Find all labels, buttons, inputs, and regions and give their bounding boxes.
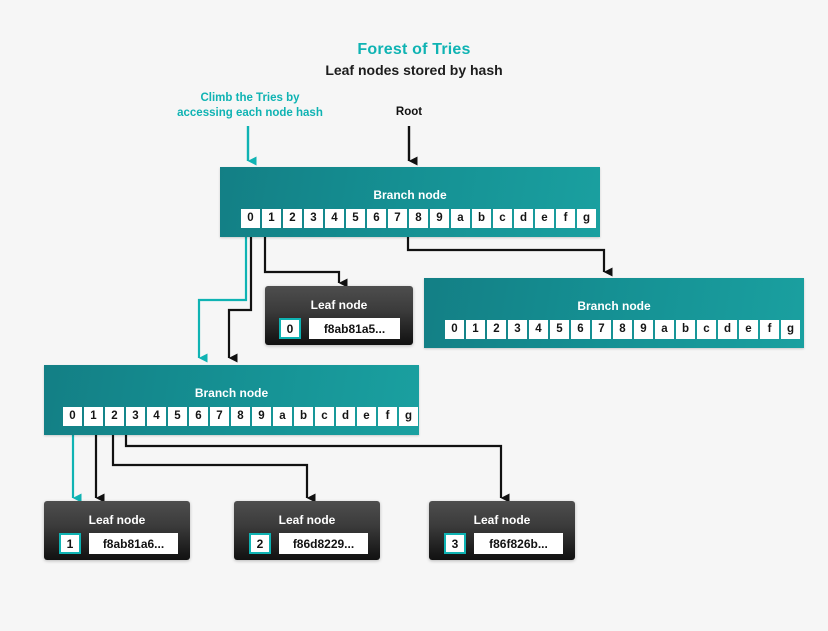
branch-node-root[interactable]: Branch node 0 1 2 3 4 5 6 7 8 9 a b c d …	[220, 167, 600, 237]
branch-left-cell-9[interactable]: 9	[252, 407, 271, 426]
branch-node-right-label: Branch node	[577, 299, 651, 313]
leaf-node-0-label: Leaf node	[310, 298, 368, 312]
branch-left-cell-2[interactable]: 2	[105, 407, 124, 426]
branch-root-cell-e[interactable]: e	[535, 209, 554, 228]
branch-left-cell-4[interactable]: 4	[147, 407, 166, 426]
page-subtitle: Leaf nodes stored by hash	[325, 62, 503, 78]
branch-node-right[interactable]: Branch node 0 1 2 3 4 5 6 7 8 9 a b c d …	[424, 278, 804, 348]
branch-right-cell-a[interactable]: a	[655, 320, 674, 339]
branch-root-cell-a[interactable]: a	[451, 209, 470, 228]
branch-right-cell-6[interactable]: 6	[571, 320, 590, 339]
branch-right-cell-e[interactable]: e	[739, 320, 758, 339]
branch-root-cell-d[interactable]: d	[514, 209, 533, 228]
branch-right-cell-9[interactable]: 9	[634, 320, 653, 339]
branch-root-cell-7[interactable]: 7	[388, 209, 407, 228]
leaf-node-1-index[interactable]: 1	[59, 533, 81, 554]
branch-left-cell-e[interactable]: e	[357, 407, 376, 426]
climb-annotation-line-2: accessing each node hash	[177, 107, 323, 119]
branch-root-cell-9[interactable]: 9	[430, 209, 449, 228]
root-annotation: Root	[395, 106, 423, 118]
branch-root-cell-5[interactable]: 5	[346, 209, 365, 228]
climb-annotation: Climb the Tries by accessing each node h…	[160, 91, 340, 121]
branch-node-left-cells: 0 1 2 3 4 5 6 7 8 9 a b c d e f g	[63, 407, 418, 426]
edge-root-0-to-branch-left-teal	[197, 224, 248, 363]
branch-root-cell-c[interactable]: c	[493, 209, 512, 228]
branch-root-cell-1[interactable]: 1	[262, 209, 281, 228]
branch-root-cell-3[interactable]: 3	[304, 209, 323, 228]
branch-left-cell-c[interactable]: c	[315, 407, 334, 426]
branch-left-cell-g[interactable]: g	[399, 407, 418, 426]
branch-right-cell-0[interactable]: 0	[445, 320, 464, 339]
branch-root-cell-0[interactable]: 0	[241, 209, 260, 228]
branch-right-cell-8[interactable]: 8	[613, 320, 632, 339]
branch-left-cell-8[interactable]: 8	[231, 407, 250, 426]
leaf-node-1-hash[interactable]: f8ab81a6...	[89, 533, 178, 554]
branch-right-cell-3[interactable]: 3	[508, 320, 527, 339]
branch-root-cell-2[interactable]: 2	[283, 209, 302, 228]
leaf-node-2-label: Leaf node	[278, 513, 336, 527]
leaf-node-2-hash[interactable]: f86d8229...	[279, 533, 368, 554]
branch-root-cell-f[interactable]: f	[556, 209, 575, 228]
branch-right-cell-d[interactable]: d	[718, 320, 737, 339]
branch-right-cell-f[interactable]: f	[760, 320, 779, 339]
branch-node-root-label: Branch node	[373, 188, 447, 202]
leaf-node-0-index[interactable]: 0	[279, 318, 301, 339]
leaf-node-3[interactable]: Leaf node 3 f86f826b...	[429, 501, 575, 560]
branch-right-cell-b[interactable]: b	[676, 320, 695, 339]
branch-left-cell-3[interactable]: 3	[126, 407, 145, 426]
branch-node-left[interactable]: Branch node 0 1 2 3 4 5 6 7 8 9 a b c d …	[44, 365, 419, 435]
branch-right-cell-g[interactable]: g	[781, 320, 800, 339]
leaf-node-3-index[interactable]: 3	[444, 533, 466, 554]
branch-root-cell-g[interactable]: g	[577, 209, 596, 228]
branch-node-root-cells: 0 1 2 3 4 5 6 7 8 9 a b c d e f g	[241, 209, 596, 228]
branch-left-cell-f[interactable]: f	[378, 407, 397, 426]
branch-left-cell-7[interactable]: 7	[210, 407, 229, 426]
leaf-node-2[interactable]: Leaf node 2 f86d8229...	[234, 501, 380, 560]
branch-right-cell-c[interactable]: c	[697, 320, 716, 339]
branch-right-cell-4[interactable]: 4	[529, 320, 548, 339]
leaf-node-1[interactable]: Leaf node 1 f8ab81a6...	[44, 501, 190, 560]
branch-left-cell-6[interactable]: 6	[189, 407, 208, 426]
branch-right-cell-7[interactable]: 7	[592, 320, 611, 339]
leaf-node-0-hash[interactable]: f8ab81a5...	[309, 318, 400, 339]
leaf-node-3-hash[interactable]: f86f826b...	[474, 533, 563, 554]
branch-right-cell-5[interactable]: 5	[550, 320, 569, 339]
branch-right-cell-1[interactable]: 1	[466, 320, 485, 339]
leaf-node-0[interactable]: Leaf node 0 f8ab81a5...	[265, 286, 413, 345]
branch-left-cell-d[interactable]: d	[336, 407, 355, 426]
branch-left-cell-1[interactable]: 1	[84, 407, 103, 426]
leaf-node-1-label: Leaf node	[88, 513, 146, 527]
branch-left-cell-a[interactable]: a	[273, 407, 292, 426]
page-title: Forest of Tries	[357, 41, 471, 58]
leaf-node-3-label: Leaf node	[473, 513, 531, 527]
branch-left-cell-5[interactable]: 5	[168, 407, 187, 426]
branch-root-cell-4[interactable]: 4	[325, 209, 344, 228]
branch-root-cell-8[interactable]: 8	[409, 209, 428, 228]
branch-node-right-cells: 0 1 2 3 4 5 6 7 8 9 a b c d e f g	[445, 320, 800, 339]
branch-node-left-label: Branch node	[194, 386, 269, 400]
climb-annotation-line-1: Climb the Tries by	[200, 92, 300, 104]
edge-root-0-to-branch-left	[227, 224, 253, 363]
branch-left-cell-0[interactable]: 0	[63, 407, 82, 426]
branch-root-cell-6[interactable]: 6	[367, 209, 386, 228]
branch-left-cell-b[interactable]: b	[294, 407, 313, 426]
leaf-node-2-index[interactable]: 2	[249, 533, 271, 554]
branch-right-cell-2[interactable]: 2	[487, 320, 506, 339]
branch-root-cell-b[interactable]: b	[472, 209, 491, 228]
